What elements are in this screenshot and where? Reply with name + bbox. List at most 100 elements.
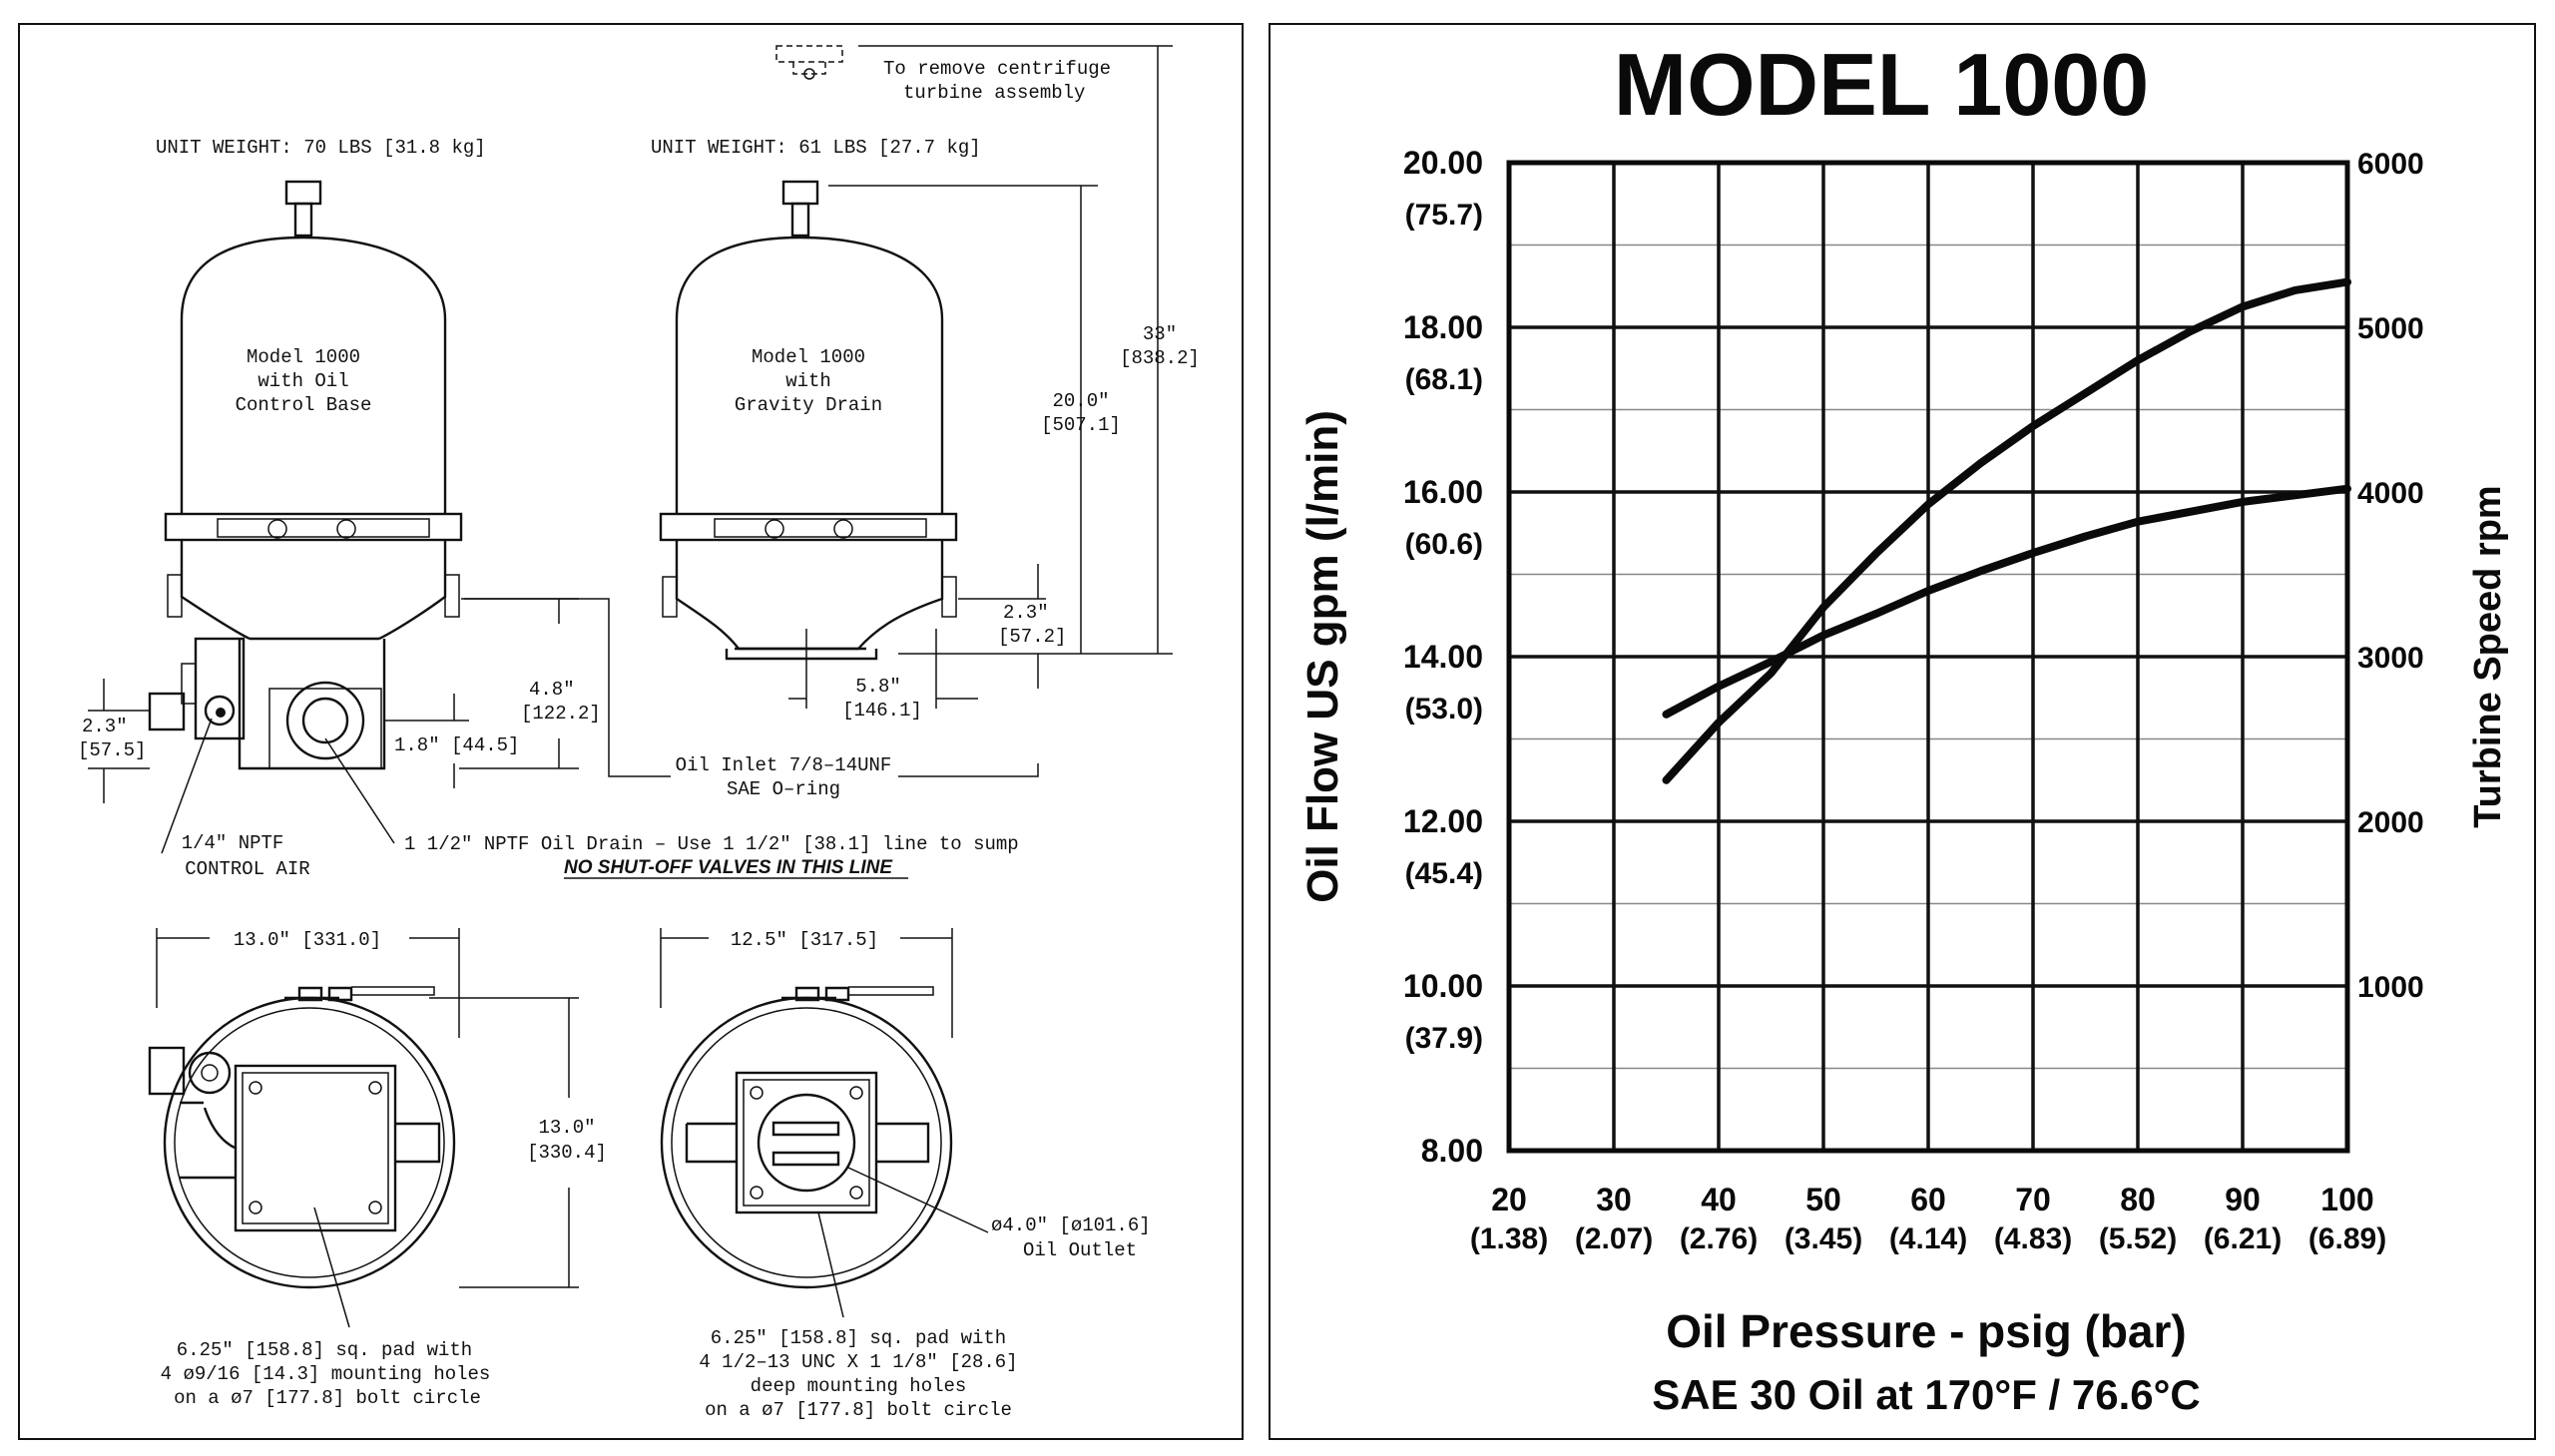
- right-plan-view: [660, 986, 953, 1289]
- dim-23-right: 2.3" [57.2]: [958, 564, 1066, 689]
- x-tick-label-metric: (4.14): [1889, 1222, 1967, 1255]
- left-unit-weight: UNIT WEIGHT: 70 LBS [31.8 kg]: [156, 137, 486, 159]
- remove-note-line-2: turbine assembly: [903, 82, 1085, 104]
- x-tick-label: 30: [1596, 1182, 1632, 1217]
- y-tick-label-metric: (37.9): [1405, 1022, 1483, 1055]
- svg-text:2.3": 2.3": [1003, 602, 1049, 624]
- dim-20: 20.0" [507.1]: [828, 185, 1121, 654]
- svg-text:1/4" NPTF: 1/4" NPTF: [182, 832, 284, 854]
- y-tick-label: 14.00: [1403, 639, 1483, 675]
- y-tick-label: 10.00: [1403, 968, 1483, 1004]
- x-tick-label-metric: (2.07): [1575, 1222, 1653, 1255]
- left-unit-label-2: with Oil: [257, 370, 348, 392]
- svg-text:Oil Inlet 7/8–14UNF: Oil Inlet 7/8–14UNF: [676, 754, 892, 776]
- svg-text:Oil Outlet: Oil Outlet: [1023, 1239, 1137, 1261]
- dim-58: 5.8" [146.1]: [788, 629, 978, 722]
- svg-text:20.0": 20.0": [1052, 390, 1109, 412]
- y-tick-label-metric: (75.7): [1405, 199, 1483, 232]
- y2-tick-label: 4000: [2357, 477, 2424, 510]
- pad-right-note: 6.25" [158.8] sq. pad with 4 1/2–13 UNC …: [699, 1212, 1018, 1421]
- svg-text:[146.1]: [146.1]: [842, 700, 922, 722]
- dim-130-height: 13.0" [330.4]: [429, 997, 607, 1288]
- plot-frame: [1506, 160, 2350, 1154]
- right-unit-label-1: Model 1000: [752, 346, 865, 368]
- oil-inlet-note: Oil Inlet 7/8–14UNF SAE O–ring: [461, 598, 1039, 800]
- x-tick-label-metric: (3.45): [1785, 1222, 1862, 1255]
- svg-text:NO SHUT-OFF VALVES IN THIS LIN: NO SHUT-OFF VALVES IN THIS LINE: [564, 857, 893, 878]
- svg-text:6.25" [158.8] sq. pad with: 6.25" [158.8] sq. pad with: [711, 1327, 1006, 1349]
- y2-tick-label: 3000: [2357, 642, 2424, 675]
- svg-text:[122.2]: [122.2]: [521, 703, 601, 725]
- x-tick-label-metric: (6.21): [2204, 1222, 2282, 1255]
- svg-text:ø4.0" [ø101.6]: ø4.0" [ø101.6]: [991, 1214, 1151, 1236]
- x-tick-label-metric: (2.76): [1680, 1222, 1758, 1255]
- y2-tick-label: 6000: [2357, 148, 2424, 181]
- x-tick-label: 40: [1701, 1182, 1737, 1217]
- y-tick-label: 16.00: [1403, 474, 1483, 510]
- x-tick-label: 20: [1491, 1182, 1527, 1217]
- y-tick-label-metric: (68.1): [1405, 363, 1483, 396]
- chart-border: [1269, 23, 2536, 1440]
- x-tick-label: 70: [2015, 1182, 2051, 1217]
- svg-text:4.8": 4.8": [529, 679, 575, 701]
- left-centrifuge-elevation: Model 1000 with Oil Control Base: [148, 180, 463, 770]
- svg-text:4 1/2–13 UNC X 1 1/8" [28.6]: 4 1/2–13 UNC X 1 1/8" [28.6]: [699, 1351, 1017, 1373]
- x-axis-label-2: SAE 30 Oil at 170°F / 76.6°C: [1652, 1371, 2201, 1418]
- y2-axis-label: Turbine Speed rpm: [2467, 485, 2509, 827]
- svg-text:13.0": 13.0": [538, 1117, 595, 1139]
- y-axis-label: Oil Flow US gpm (l/min): [1298, 410, 1347, 903]
- pad-left-note: 6.25" [158.8] sq. pad with 4 ø9/16 [14.3…: [161, 1207, 491, 1409]
- svg-text:13.0" [331.0]: 13.0" [331.0]: [234, 929, 381, 951]
- y2-tick-label: 5000: [2357, 312, 2424, 345]
- svg-text:[57.5]: [57.5]: [78, 739, 146, 761]
- dim-40-outlet: ø4.0" [ø101.6] Oil Outlet: [847, 1167, 1151, 1261]
- svg-text:1.8" [44.5]: 1.8" [44.5]: [394, 734, 519, 756]
- svg-text:on a ø7 [177.8] bolt circle: on a ø7 [177.8] bolt circle: [174, 1387, 481, 1409]
- y2-tick-label: 2000: [2357, 806, 2424, 839]
- chart-ticks: 20.00(75.7)18.00(68.1)16.00(60.6)14.00(5…: [1403, 145, 2424, 1255]
- x-tick-label-metric: (1.38): [1470, 1222, 1548, 1255]
- right-unit-label-3: Gravity Drain: [735, 394, 882, 416]
- svg-text:SAE O–ring: SAE O–ring: [727, 778, 840, 800]
- dim-23-left: 2.3" [57.5]: [78, 679, 150, 803]
- x-tick-label: 100: [2320, 1182, 2373, 1217]
- svg-text:33": 33": [1143, 323, 1177, 345]
- chart-series: [1662, 277, 2351, 784]
- drain-note: 1 1/2" NPTF Oil Drain – Use 1 1/2" [38.1…: [324, 737, 1019, 879]
- svg-text:[507.1]: [507.1]: [1041, 414, 1121, 436]
- x-tick-label-metric: (5.52): [2099, 1222, 2177, 1255]
- svg-text:4 ø9/16 [14.3] mounting holes: 4 ø9/16 [14.3] mounting holes: [161, 1363, 491, 1385]
- chart-panel: MODEL 1000 20.00(75.7)18.00(68.1)16.00(6…: [1269, 23, 2536, 1440]
- y-tick-label-metric: (53.0): [1405, 693, 1483, 726]
- y-tick-label: 12.00: [1403, 803, 1483, 839]
- series-oil-flow: [1662, 277, 2351, 784]
- dim-18: 1.8" [44.5]: [384, 694, 519, 788]
- svg-text:12.5" [317.5]: 12.5" [317.5]: [731, 929, 878, 951]
- svg-text:CONTROL AIR: CONTROL AIR: [185, 858, 309, 880]
- x-tick-label: 60: [1910, 1182, 1946, 1217]
- svg-text:[330.4]: [330.4]: [527, 1142, 607, 1164]
- svg-text:1 1/2" NPTF Oil Drain – Use 1: 1 1/2" NPTF Oil Drain – Use 1 1/2" [38.1…: [404, 833, 1019, 855]
- dim-33: 33" [838.2]: [858, 45, 1200, 655]
- left-plan-view: [148, 986, 456, 1289]
- dim-125-width: 12.5" [317.5]: [660, 928, 953, 1038]
- y-tick-label: 8.00: [1421, 1133, 1483, 1169]
- y-tick-label: 18.00: [1403, 309, 1483, 345]
- right-unit-weight: UNIT WEIGHT: 61 LBS [27.7 kg]: [651, 137, 981, 159]
- drawing-border: [18, 23, 1244, 1440]
- y-tick-label: 20.00: [1403, 145, 1483, 181]
- x-tick-label-metric: (4.83): [1994, 1222, 2072, 1255]
- drawing-panel: To remove centrifuge turbine assembly UN…: [18, 23, 1244, 1440]
- remove-turbine-note: To remove centrifuge turbine assembly: [775, 45, 1111, 104]
- left-unit-label-3: Control Base: [236, 394, 372, 416]
- svg-text:[57.2]: [57.2]: [998, 626, 1066, 648]
- svg-text:5.8": 5.8": [855, 676, 901, 698]
- x-tick-label: 80: [2120, 1182, 2156, 1217]
- svg-text:on a ø7 [177.8] bolt circle: on a ø7 [177.8] bolt circle: [705, 1399, 1012, 1421]
- remove-note-line-1: To remove centrifuge: [883, 58, 1111, 80]
- svg-text:6.25" [158.8] sq. pad with: 6.25" [158.8] sq. pad with: [177, 1339, 472, 1361]
- x-tick-label-metric: (6.89): [2308, 1222, 2386, 1255]
- svg-text:deep mounting holes: deep mounting holes: [751, 1375, 967, 1397]
- series-turbine-speed: [1662, 484, 2351, 719]
